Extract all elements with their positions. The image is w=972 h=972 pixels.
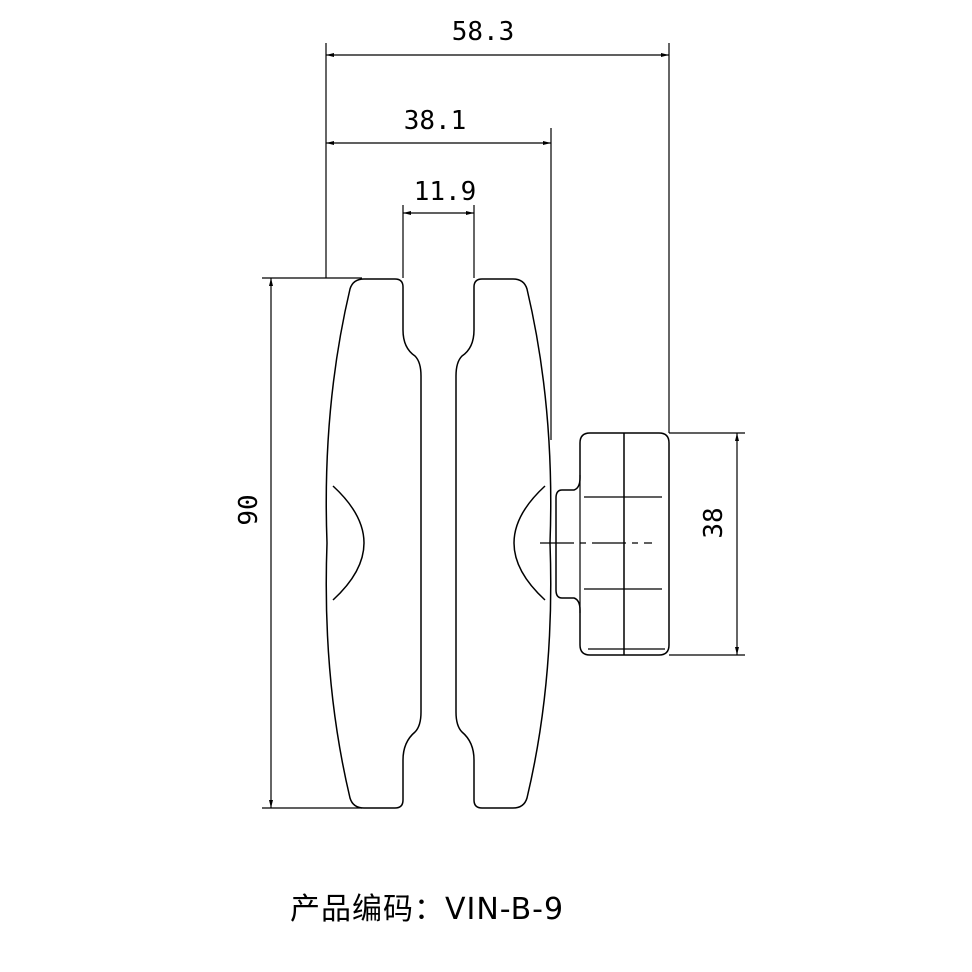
product-code-caption: 产品编码：VIN-B-9 (290, 884, 564, 928)
dimension-label-overall-width: 58.3 (452, 17, 515, 47)
extension-lines (262, 43, 745, 809)
dimension-label-wheel-height: 90 (234, 494, 264, 525)
hub-arc-right (513, 485, 546, 601)
dimension-label-groove-width: 11.9 (414, 177, 477, 207)
dimension-label-wheel-width: 38.1 (404, 106, 467, 136)
hub-arc-left (332, 485, 365, 601)
product-code-value: VIN-B-9 (445, 892, 565, 927)
dimension-label-mount-height: 38 (699, 507, 729, 538)
product-code-label: 产品编码： (290, 892, 445, 927)
wheel-right-half (455, 278, 552, 809)
mounting-block (555, 432, 670, 656)
wheel-left-half (325, 278, 422, 809)
